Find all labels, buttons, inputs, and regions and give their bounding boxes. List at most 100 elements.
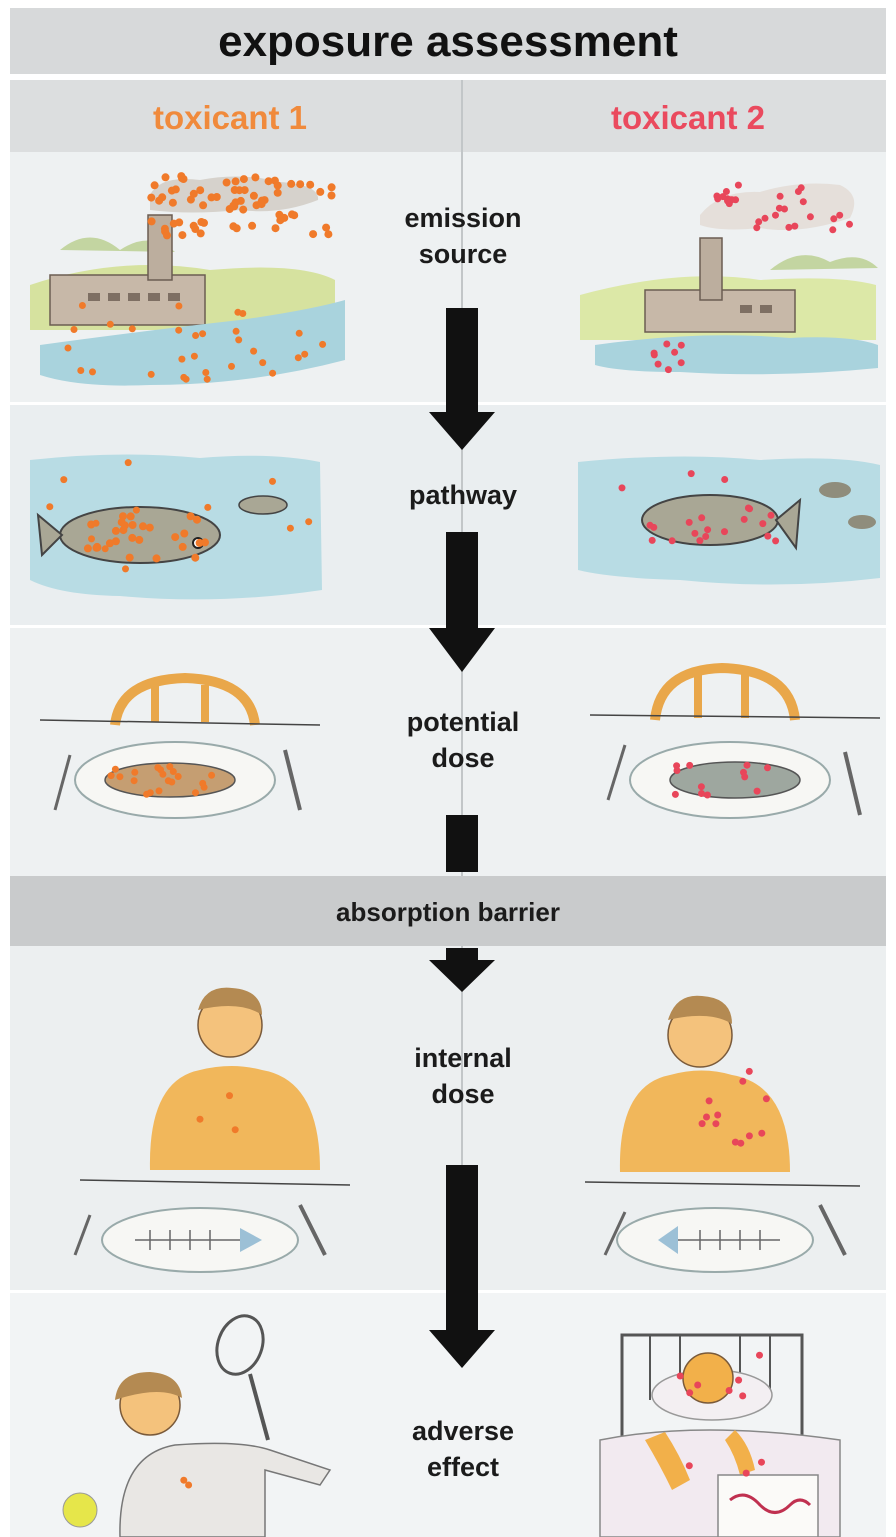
toxicant-dot xyxy=(714,1112,721,1119)
stage-label-potential-dose: potential dose xyxy=(368,704,558,776)
toxicant-dot xyxy=(199,780,206,787)
toxicant-dot xyxy=(208,772,215,779)
toxicant-dot xyxy=(746,1068,753,1075)
toxicant-dot xyxy=(305,518,312,525)
toxicant-dot xyxy=(171,533,179,541)
toxicant-dot xyxy=(163,231,171,239)
toxicant-dot xyxy=(71,326,78,333)
toxicant-dot xyxy=(148,371,155,378)
toxicant-dot xyxy=(191,554,199,562)
toxicant-dot xyxy=(156,787,163,794)
toxicant-dot xyxy=(713,193,720,200)
toxicant-dot xyxy=(829,226,836,233)
toxicant-dot xyxy=(678,359,685,366)
toxicant-dot xyxy=(702,533,709,540)
toxicant-dot xyxy=(295,354,302,361)
toxicant-dot xyxy=(65,345,72,352)
toxicant-dot xyxy=(758,1459,765,1466)
toxicant-dot xyxy=(190,190,198,198)
toxicant-dot xyxy=(259,359,266,366)
toxicant-dot xyxy=(153,554,161,562)
toxicant-dot xyxy=(785,224,792,231)
toxicant-dot xyxy=(112,537,120,545)
toxicant-dot xyxy=(791,223,798,230)
toxicant-dot xyxy=(122,565,129,572)
toxicant-dot xyxy=(239,310,246,317)
absorption-barrier-label: absorption barrier xyxy=(10,894,886,930)
toxicant-dot xyxy=(178,356,185,363)
stage-label-line: pathway xyxy=(368,477,558,513)
toxicant-dot xyxy=(319,341,326,348)
toxicant-dot xyxy=(192,789,199,796)
toxicant-dot xyxy=(158,193,166,201)
toxicant-dot xyxy=(191,353,198,360)
toxicant-dot xyxy=(251,173,259,181)
toxicant-dot xyxy=(146,524,154,532)
toxicant-dot xyxy=(776,205,783,212)
toxicant-dot xyxy=(93,543,101,551)
toxicant-dot xyxy=(691,530,698,537)
toxicant-dot xyxy=(197,1116,204,1123)
stage-label-line: adverse xyxy=(368,1413,558,1449)
toxicant-dot xyxy=(746,1132,753,1139)
toxicant-dot xyxy=(735,182,742,189)
stage-label-emission-source: emission source xyxy=(368,200,558,272)
toxicant-dot xyxy=(306,181,314,189)
stage-label-line: source xyxy=(368,236,558,272)
toxicant-dot xyxy=(739,1078,746,1085)
toxicant-dot xyxy=(672,791,679,798)
toxicant-dot xyxy=(250,192,258,200)
toxicant-dot xyxy=(763,1095,770,1102)
toxicant-dot xyxy=(180,530,188,538)
toxicant-dot xyxy=(758,1130,765,1137)
toxicant-dot xyxy=(118,518,126,526)
toxicant-dot xyxy=(46,503,53,510)
toxicant-dot xyxy=(694,1382,701,1389)
toxicant-dot xyxy=(686,1389,693,1396)
toxicant-dot xyxy=(706,1097,713,1104)
toxicant-dot xyxy=(187,512,195,520)
toxicant-dot xyxy=(148,217,156,225)
diagram-title: exposure assessment xyxy=(10,14,886,70)
toxicant-dot xyxy=(741,516,748,523)
toxicant-dot xyxy=(233,224,241,232)
toxicant-dot xyxy=(248,222,256,230)
toxicant-dot xyxy=(250,348,257,355)
toxicant-dot xyxy=(151,181,159,189)
toxicant-dot xyxy=(208,193,216,201)
arrow-shaft xyxy=(446,948,478,960)
toxicant-dot xyxy=(301,351,308,358)
toxicant-dot xyxy=(768,512,775,519)
toxicant-dot xyxy=(265,177,273,185)
toxicant-dot xyxy=(309,230,317,238)
toxicant-dot xyxy=(743,1470,750,1477)
toxicant-dot xyxy=(671,349,678,356)
toxicant-dot xyxy=(202,369,209,376)
toxicant-dot xyxy=(204,376,211,383)
toxicant-dot xyxy=(119,526,127,534)
toxicant-dot xyxy=(125,459,132,466)
toxicant-dot xyxy=(759,520,766,527)
toxicant-dot xyxy=(686,1462,693,1469)
toxicant-dot xyxy=(712,1120,719,1127)
toxicant-dot xyxy=(721,476,728,483)
toxicant-dot xyxy=(133,507,140,514)
toxicant-dot xyxy=(328,183,336,191)
toxicant-dot xyxy=(721,528,728,535)
toxicant-dot xyxy=(704,526,711,533)
toxicant-dot xyxy=(223,179,231,187)
toxicant-dot xyxy=(185,1482,192,1489)
toxicant-dot xyxy=(135,536,143,544)
toxicant-dot xyxy=(239,206,247,214)
toxicant-dot xyxy=(77,367,84,374)
toxicant-dot xyxy=(287,180,295,188)
toxicant-dot xyxy=(201,538,209,546)
toxicant-dot xyxy=(737,1140,744,1147)
toxicant-dot xyxy=(131,777,138,784)
toxicant-dot xyxy=(162,173,170,181)
toxicant-dot xyxy=(170,768,177,775)
toxicant-dot xyxy=(204,504,211,511)
toxicant-dot xyxy=(116,773,123,780)
toxicant-dot xyxy=(755,218,762,225)
